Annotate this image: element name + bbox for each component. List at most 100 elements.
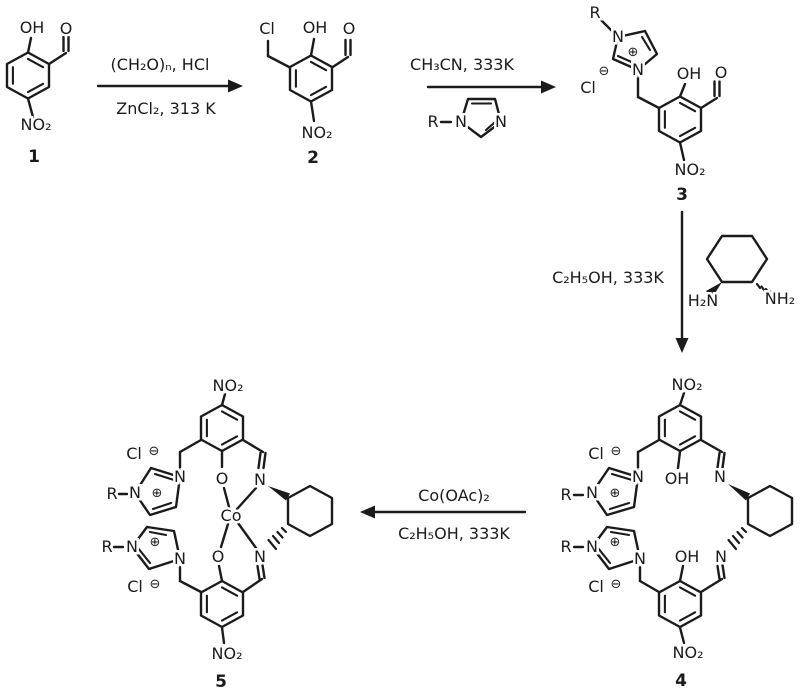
- benzene-ring: [288, 54, 334, 103]
- cl-label: Cl: [588, 444, 604, 463]
- benzene-ring: [199, 579, 245, 629]
- wedge-bond: [268, 486, 290, 501]
- compound-1: OH O NO₂ 1: [5, 16, 75, 167]
- r-label: R: [589, 3, 600, 22]
- n-label: N: [586, 537, 598, 556]
- bond: [309, 37, 316, 57]
- bond: [26, 97, 35, 119]
- cl-label: Cl: [588, 577, 604, 596]
- double-bond: [721, 451, 726, 470]
- bond: [178, 438, 203, 454]
- bond: [309, 100, 316, 123]
- conditions-above: (CH₂O)ₙ, HCl: [111, 55, 210, 74]
- plus-charge-icon: ⊕: [610, 535, 621, 550]
- reaction-step-1: (CH₂O)ₙ, HCl ZnCl₂, 313 K: [96, 55, 243, 118]
- conditions-below: C₂H₅OH, 333K: [398, 524, 510, 543]
- aromatic-tick: [484, 121, 496, 132]
- imidazolium-ring: [130, 525, 182, 571]
- hash-bond: [280, 526, 288, 534]
- bond: [241, 577, 264, 594]
- r-label: R: [106, 484, 117, 503]
- double-bond: [716, 564, 721, 581]
- arrowhead-icon: [228, 79, 243, 93]
- plus-charge-icon: ⊕: [610, 486, 621, 501]
- aldehyde-o-label: O: [715, 63, 728, 82]
- aldehyde-o-label: O: [60, 19, 73, 38]
- hash-bond: [271, 534, 281, 545]
- bond: [266, 54, 292, 69]
- cyclohexane-ring: [705, 234, 769, 284]
- n-label: N: [129, 483, 141, 502]
- imine-n-label: N: [715, 547, 727, 566]
- double-bond: [256, 564, 261, 581]
- bond: [235, 486, 258, 511]
- minus-charge-icon: ⊖: [150, 577, 161, 592]
- r-label: R: [560, 485, 571, 504]
- compound-3: R N N ⊕ ⊖ Cl OH O NO₂ 3: [578, 1, 730, 206]
- aromatic-tick: [148, 530, 168, 537]
- hash-bond: [769, 290, 778, 302]
- imine-n-label: N: [254, 470, 266, 489]
- cobalt-label: Co: [221, 506, 242, 525]
- bond: [678, 82, 687, 98]
- bond: [638, 579, 661, 594]
- double-bond: [716, 451, 721, 470]
- aromatic-tick: [153, 472, 176, 482]
- bond: [699, 577, 724, 594]
- no2-label: NO₂: [675, 160, 706, 179]
- bond: [47, 51, 68, 66]
- aromatic-tick: [616, 54, 638, 66]
- wedge-bond: [728, 484, 750, 501]
- bond: [222, 486, 231, 509]
- double-bond: [261, 563, 266, 580]
- r-label: R: [101, 537, 112, 556]
- arrowhead-icon: [360, 505, 375, 519]
- minus-charge-icon: ⊖: [611, 577, 622, 592]
- imine-n-label: N: [714, 467, 726, 486]
- oh-label: OH: [677, 64, 702, 83]
- reaction-step-2: CH₃CN, 333K R N N: [410, 55, 556, 139]
- no2-label: NO₂: [672, 375, 703, 394]
- benzene-ring: [657, 579, 703, 629]
- bond: [636, 95, 661, 110]
- wedge-bond: [706, 282, 722, 298]
- conditions-above: CH₃CN, 333K: [410, 55, 514, 74]
- bond: [330, 55, 350, 69]
- imidazolium-ring: [590, 466, 640, 517]
- hash-bond: [727, 538, 738, 551]
- plus-charge-icon: ⊕: [152, 486, 163, 501]
- phenolate-o-label: O: [216, 469, 229, 488]
- hash-bond: [267, 538, 278, 551]
- benzene-ring: [199, 403, 245, 453]
- imidazolium-ring: [133, 466, 182, 517]
- no2-label: NO₂: [212, 644, 243, 663]
- nh2-label: NH₂: [765, 289, 795, 308]
- aromatic-tick: [609, 530, 631, 537]
- n-label: N: [586, 483, 598, 502]
- minus-charge-icon: ⊖: [611, 444, 622, 459]
- oh-label: OH: [303, 18, 328, 37]
- n-label: N: [632, 60, 644, 79]
- n-label: N: [612, 27, 624, 46]
- bond: [699, 96, 719, 110]
- aromatic-tick: [151, 501, 173, 511]
- compound-5: NO₂ Cl ⊖ R N N ⊕ O Co N O N R N N ⊕ Cl ⊖…: [99, 374, 334, 692]
- n-label: N: [495, 112, 507, 131]
- aromatic-tick: [610, 472, 634, 482]
- bond: [676, 450, 682, 470]
- h2n-label: H₂N: [688, 291, 718, 310]
- n-label: N: [455, 112, 467, 131]
- cl-label: Cl: [580, 78, 596, 97]
- oh-label: OH: [675, 547, 700, 566]
- compound-2: Cl OH O NO₂ 2: [257, 16, 358, 169]
- aldehyde-o-label: O: [343, 19, 356, 38]
- conditions-below: ZnCl₂, 313 K: [116, 99, 216, 118]
- compound-4: NO₂ Cl ⊖ R N N ⊕ OH N OH N R N N ⊕ Cl ⊖ …: [558, 373, 794, 691]
- cl-label: Cl: [127, 577, 143, 596]
- hash-bond: [740, 526, 748, 534]
- compound-number: 2: [307, 148, 319, 168]
- hash-bond: [764, 287, 773, 298]
- plus-charge-icon: ⊕: [150, 535, 161, 550]
- cyclohexane-ring: [746, 484, 794, 538]
- n-label: N: [634, 549, 646, 568]
